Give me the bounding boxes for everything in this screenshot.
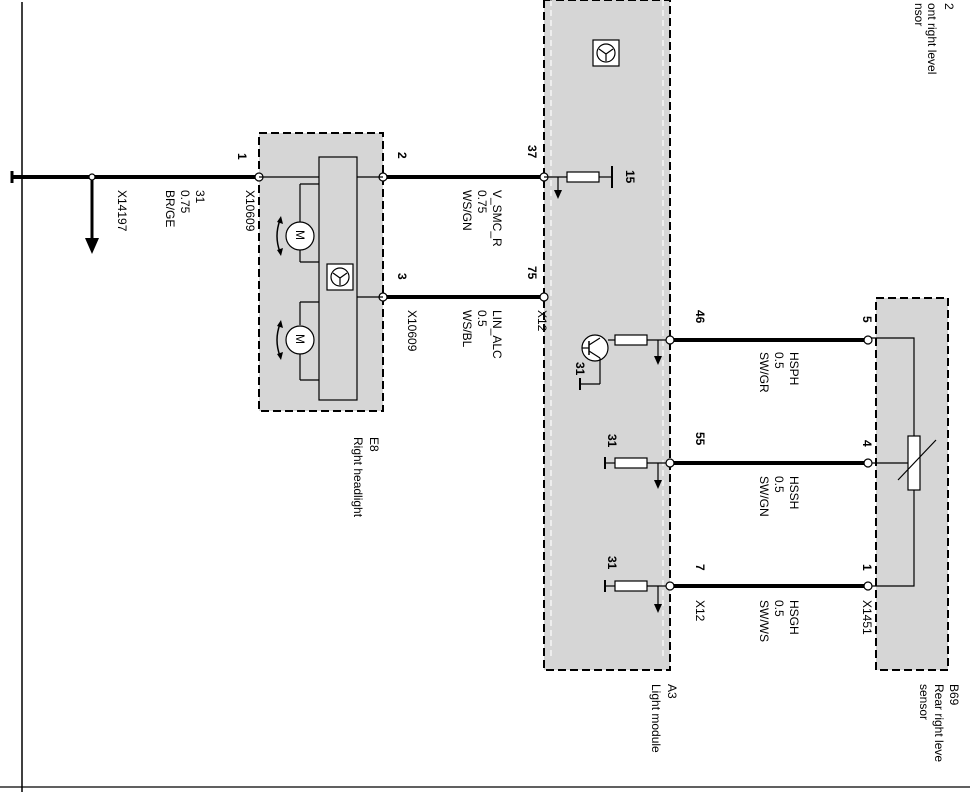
ground-conn-label: X10609: [243, 190, 257, 232]
motor-label-top: M: [293, 230, 307, 240]
header-line-1: 2: [942, 3, 956, 10]
hssh-pin-module: 55: [693, 432, 707, 446]
hsph-pin-module: 46: [693, 310, 707, 324]
lin-pin: 75: [525, 266, 539, 280]
module-name: Light module: [649, 684, 663, 753]
signal-arrow-icon: [654, 356, 662, 365]
pin-marker: [665, 581, 675, 591]
transistor-lead: [588, 350, 601, 359]
hsgh-size: 0.5: [772, 600, 786, 617]
smc-name: V_SMC_R: [490, 190, 504, 247]
headlight-control-unit-icon-mark: [332, 272, 348, 285]
module-id: A3: [665, 684, 679, 699]
ground-ref-label: X14197: [115, 190, 129, 232]
motor-icon-bottom: M: [276, 301, 319, 381]
control-unit-icon-mark: [598, 48, 614, 61]
pin-marker: [665, 335, 675, 345]
hssh-color: SW/GN: [757, 476, 771, 517]
hsgh-pin-sensor: 1: [860, 564, 874, 571]
hsgh-color: SW/WS: [757, 600, 771, 642]
hsph-color: SW/GR: [757, 352, 771, 393]
potentiometer-wiper: [897, 439, 937, 481]
resistor-icon: [614, 334, 648, 346]
resistor-icon: [614, 580, 648, 592]
header-line-2: ont right level: [925, 3, 939, 74]
resistor-icon: [566, 171, 600, 183]
module-ground-1: 31: [573, 362, 587, 376]
hssh-size: 0.5: [772, 476, 786, 493]
signal-arrow-icon: [654, 604, 662, 613]
resistor-icon: [614, 457, 648, 469]
headlight-conn-bottom: X10609: [405, 310, 419, 352]
hsph-size: 0.5: [772, 352, 786, 369]
hsgh-pin-module: 7: [693, 564, 707, 571]
module-terminal-15: 15: [623, 170, 637, 184]
transistor-lead: [588, 337, 601, 346]
module-conn-bottom: X12: [693, 600, 707, 622]
smc-pin: 37: [525, 145, 539, 159]
sensor-conn: X1451: [860, 600, 874, 635]
light-module-box: [543, 0, 671, 671]
ground-pin-label: 1: [235, 153, 249, 160]
pin-marker: [863, 335, 873, 345]
pin-marker: [665, 458, 675, 468]
lin-size: 0.5: [475, 310, 489, 327]
headlight-id: E8: [367, 437, 381, 452]
headlight-pin-bottom: 3: [395, 273, 409, 280]
motor-icon-top: M: [276, 183, 319, 262]
hsph-name: HSPH: [787, 352, 801, 385]
sensor-id: B69: [947, 684, 961, 706]
headlight-pin-top: 2: [395, 152, 409, 159]
pin-marker: [539, 292, 549, 302]
module-ground-2: 31: [605, 434, 619, 448]
module-ground-3: 31: [605, 556, 619, 570]
hsgh-name: HSGH: [787, 600, 801, 635]
pin-marker: [863, 458, 873, 468]
lin-color: WS/BL: [460, 310, 474, 348]
lin-conn: X12: [535, 310, 549, 332]
hssh-pin-sensor: 4: [860, 440, 874, 447]
headlight-name: Right headlight: [351, 437, 365, 518]
motor-label-bottom: M: [293, 334, 307, 344]
smc-color: WS/GN: [460, 190, 474, 231]
headlight-control-unit-icon-circle: [330, 267, 350, 287]
sensor-name-2: sensor: [917, 684, 931, 720]
ground-size-label: 0.75: [178, 190, 192, 214]
lin-name: LIN_ALC: [490, 310, 504, 359]
hssh-name: HSSH: [787, 476, 801, 509]
signal-arrow-icon: [554, 190, 562, 199]
sensor-name-1: Rear right leve: [932, 684, 946, 762]
ground-arrow-icon: [85, 238, 99, 254]
hsph-pin-sensor: 5: [860, 316, 874, 323]
signal-arrow-icon: [654, 480, 662, 489]
header-line-3: nsor: [912, 3, 926, 26]
ground-num-label: 31: [193, 190, 207, 204]
pin-marker: [863, 581, 873, 591]
control-unit-icon-circle: [596, 43, 616, 63]
smc-size: 0.75: [475, 190, 489, 214]
ground-splice: [88, 173, 96, 181]
ground-color-label: BR/GE: [163, 190, 177, 227]
